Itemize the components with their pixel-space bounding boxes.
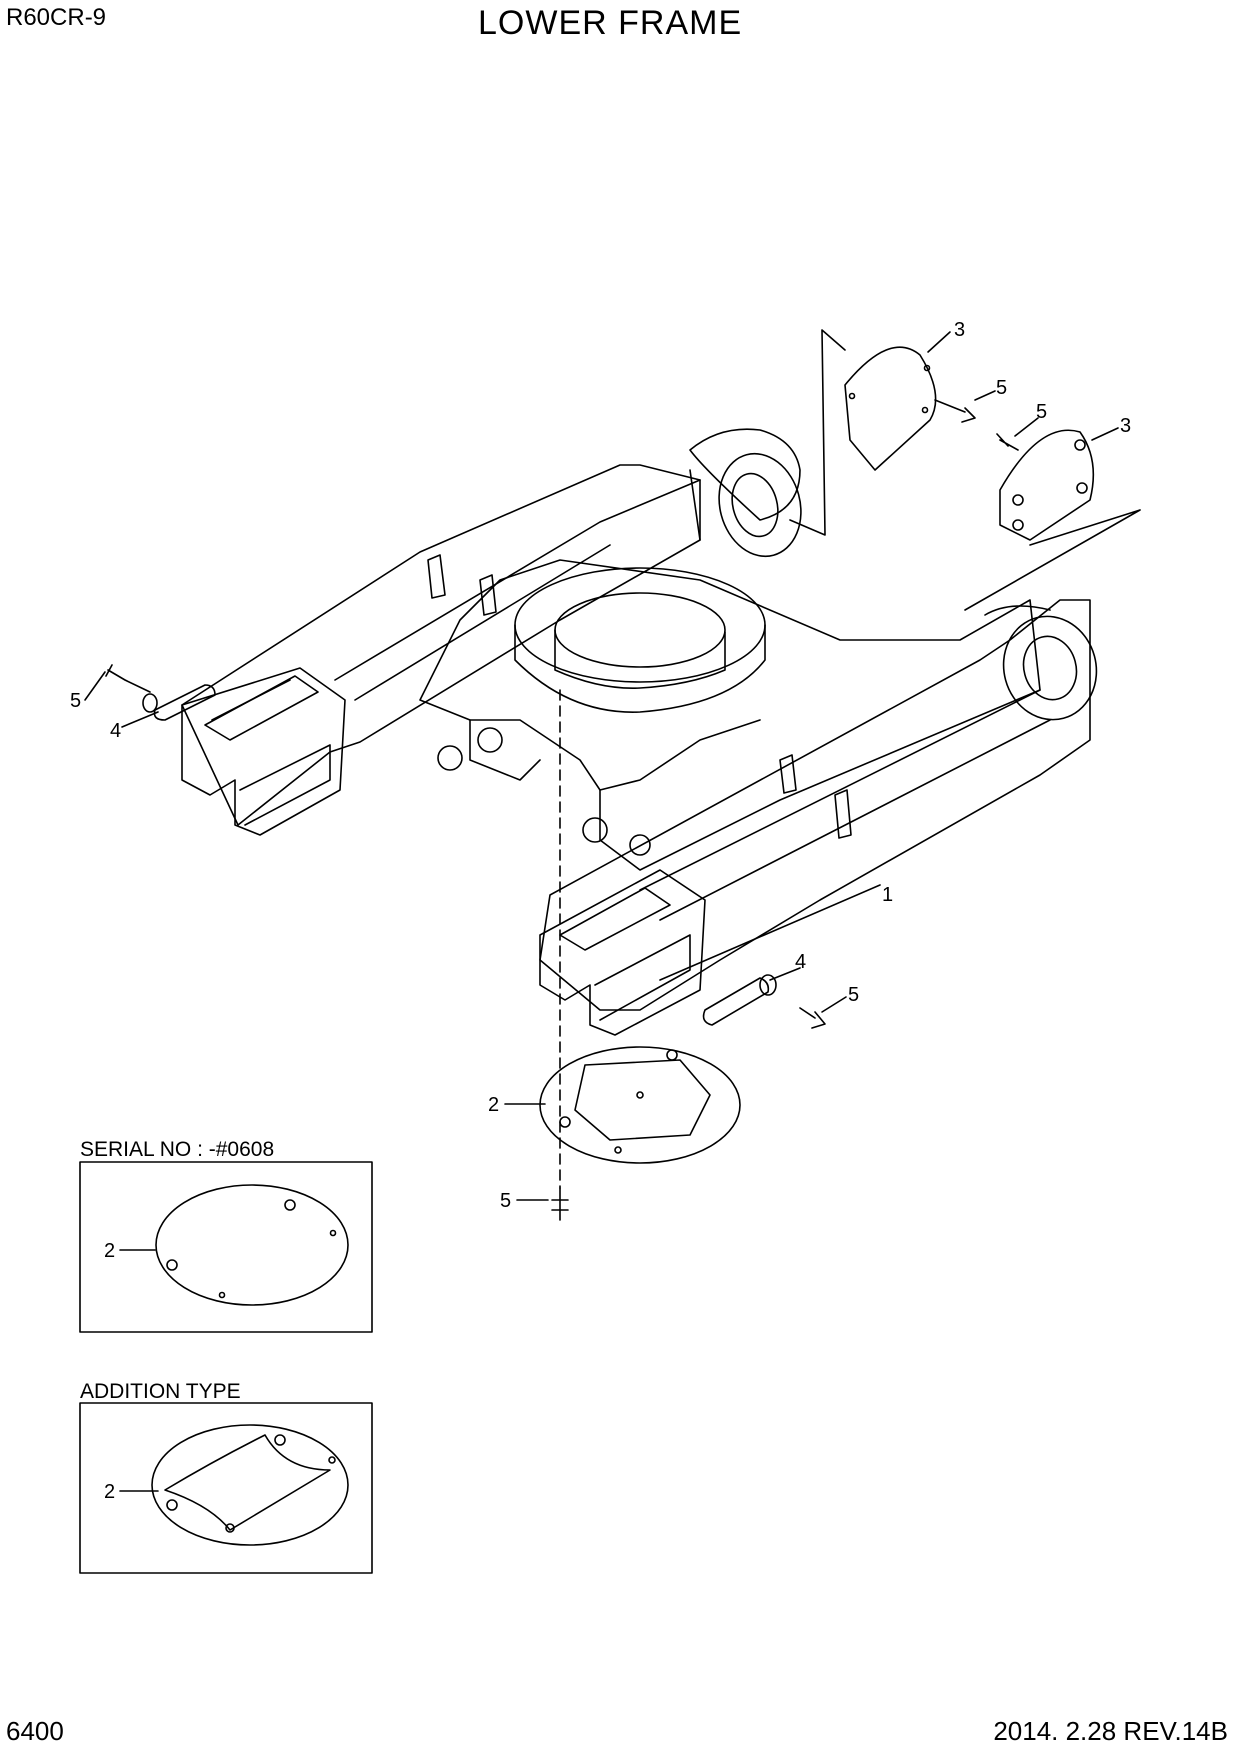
serial-inset-caption: SERIAL NO : -#0608 <box>80 1138 275 1161</box>
callout-5-left: 5 <box>70 690 81 712</box>
callout-4-right: 4 <box>795 951 806 973</box>
lower-frame-body <box>181 428 1098 1036</box>
addition-inset-frame <box>79 1402 373 1574</box>
callout-5-bottom: 5 <box>500 1190 511 1212</box>
callout-1: 1 <box>882 884 893 906</box>
callout-4-left: 4 <box>110 720 121 742</box>
cover-plate-upper <box>844 346 937 471</box>
serial-inset-frame <box>79 1161 373 1333</box>
addition-inset-caption: ADDITION TYPE <box>80 1380 241 1403</box>
cover-plate-lower <box>999 429 1095 541</box>
under-cover-addition <box>151 1424 349 1546</box>
callout-5-top-a: 5 <box>996 377 1007 399</box>
callout-2-serial: 2 <box>104 1240 115 1262</box>
callout-3-upper: 3 <box>954 319 965 341</box>
bolt-right <box>799 1007 826 1029</box>
cover-upper-leader <box>789 329 846 536</box>
callout-5-top-b: 5 <box>1036 401 1047 423</box>
link-plate-right <box>702 974 777 1026</box>
callout-leaders <box>84 331 1119 1492</box>
link-plate-left <box>142 684 216 721</box>
model-code: R60CR-9 <box>6 4 107 31</box>
bolt-top-a <box>934 399 976 423</box>
under-cover-main <box>539 1046 741 1164</box>
bolt-left <box>105 664 151 693</box>
page-number: 6400 <box>6 1716 64 1746</box>
callout-2-addition: 2 <box>104 1481 115 1503</box>
page-title: LOWER FRAME <box>478 4 743 42</box>
callout-3-lower: 3 <box>1120 415 1131 437</box>
callout-5-right: 5 <box>848 984 859 1006</box>
revision-date: 2014. 2.28 REV.14B <box>993 1716 1228 1746</box>
bolt-bottom <box>551 1187 569 1221</box>
callout-2-main: 2 <box>488 1094 499 1116</box>
under-cover-serial <box>155 1184 349 1306</box>
cover-lower-leader <box>964 509 1141 611</box>
bolt-top-b <box>996 433 1019 451</box>
